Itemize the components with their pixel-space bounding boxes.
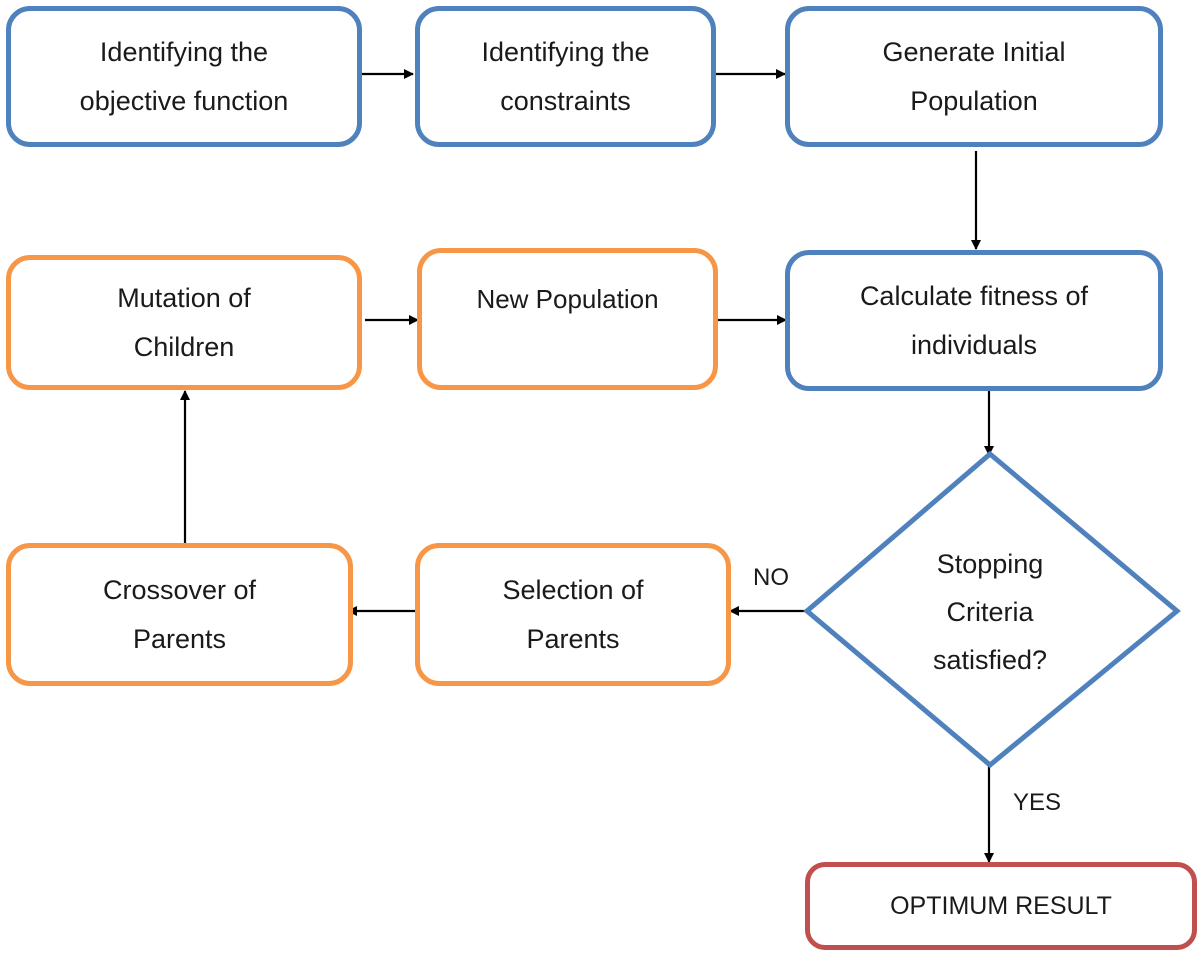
node-mutation-of-children: Mutation of Children (6, 255, 362, 390)
node-crossover-of-parents-label: Crossover of Parents (102, 574, 257, 654)
node-calculate-fitness: Calculate fitness of individuals (785, 250, 1163, 391)
node-new-population-label: New Population (476, 284, 659, 314)
node-mutation-of-children-label: Mutation of Children (117, 282, 251, 362)
node-crossover-of-parents: Crossover of Parents (6, 543, 353, 686)
node-generate-initial-population-label: Generate Initial Population (882, 36, 1066, 116)
node-optimum-result: OPTIMUM RESULT (805, 862, 1197, 950)
node-selection-of-parents-label: Selection of Parents (502, 574, 644, 654)
node-calculate-fitness-label: Calculate fitness of individuals (859, 280, 1089, 360)
node-selection-of-parents: Selection of Parents (415, 543, 731, 686)
node-optimum-result-label: OPTIMUM RESULT (890, 891, 1112, 920)
node-generate-initial-population: Generate Initial Population (785, 6, 1163, 147)
stopping-criteria-label: Stopping Criteria satisfied? (932, 549, 1048, 675)
stopping-criteria-decision (803, 450, 1181, 769)
edge-label-yes: YES (1013, 789, 1062, 816)
node-objective-function-label: Identifying the objective function (79, 36, 289, 116)
node-constraints: Identifying the constraints (415, 6, 716, 147)
edge-label-no: NO (753, 564, 789, 591)
node-objective-function: Identifying the objective function (6, 6, 362, 147)
node-new-population: New Population (417, 248, 718, 390)
node-constraints-label: Identifying the constraints (481, 36, 650, 116)
